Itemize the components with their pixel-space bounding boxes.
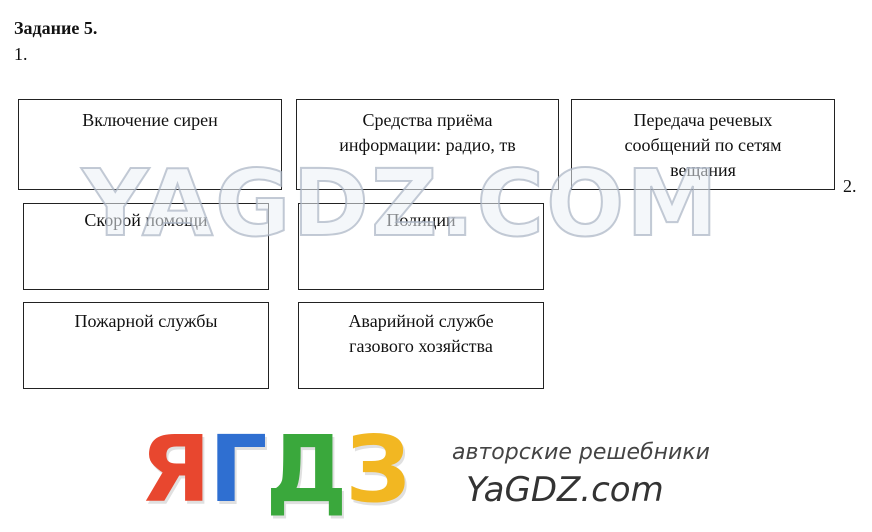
section-number-1: 1. <box>14 44 28 64</box>
box-radio-tv: Средства приёма информации: радио, тв <box>296 99 559 190</box>
box-line: Включение сирен <box>82 110 218 130</box>
box-line: газового хозяйства <box>349 336 493 356</box>
box-line: Передача речевых <box>633 110 773 130</box>
task-heading: Задание 5. <box>14 18 98 38</box>
logo-letter: З <box>345 416 410 523</box>
box-line: Полиции <box>386 210 456 230</box>
box-sirens: Включение сирен <box>18 99 282 190</box>
section-number-2: 2. <box>843 176 857 196</box>
logo-letter: Я <box>140 416 211 523</box>
box-line: вещания <box>670 160 736 180</box>
box-police: Полиции <box>298 203 544 290</box>
logo-letter: Г <box>208 416 268 523</box>
brand-logo: ЯГДЗ <box>140 416 411 523</box>
box-line: Аварийной службе <box>348 311 494 331</box>
box-fire-service: Пожарной службы <box>23 302 269 389</box>
box-line: Пожарной службы <box>74 311 218 331</box>
box-line: сообщений по сетям <box>624 135 782 155</box>
brand-tagline: авторские решебники <box>452 440 710 465</box>
box-ambulance: Скорой помощи <box>23 203 269 290</box>
brand-site: YaGDZ.com <box>466 470 664 510</box>
logo-letter: Д <box>265 416 347 523</box>
box-line: Скорой помощи <box>84 210 208 230</box>
box-gas-emergency: Аварийной службе газового хозяйства <box>298 302 544 389</box>
box-line: информации: радио, тв <box>339 135 516 155</box>
box-voice-broadcast: Передача речевых сообщений по сетям веща… <box>571 99 835 190</box>
box-line: Средства приёма <box>362 110 493 130</box>
